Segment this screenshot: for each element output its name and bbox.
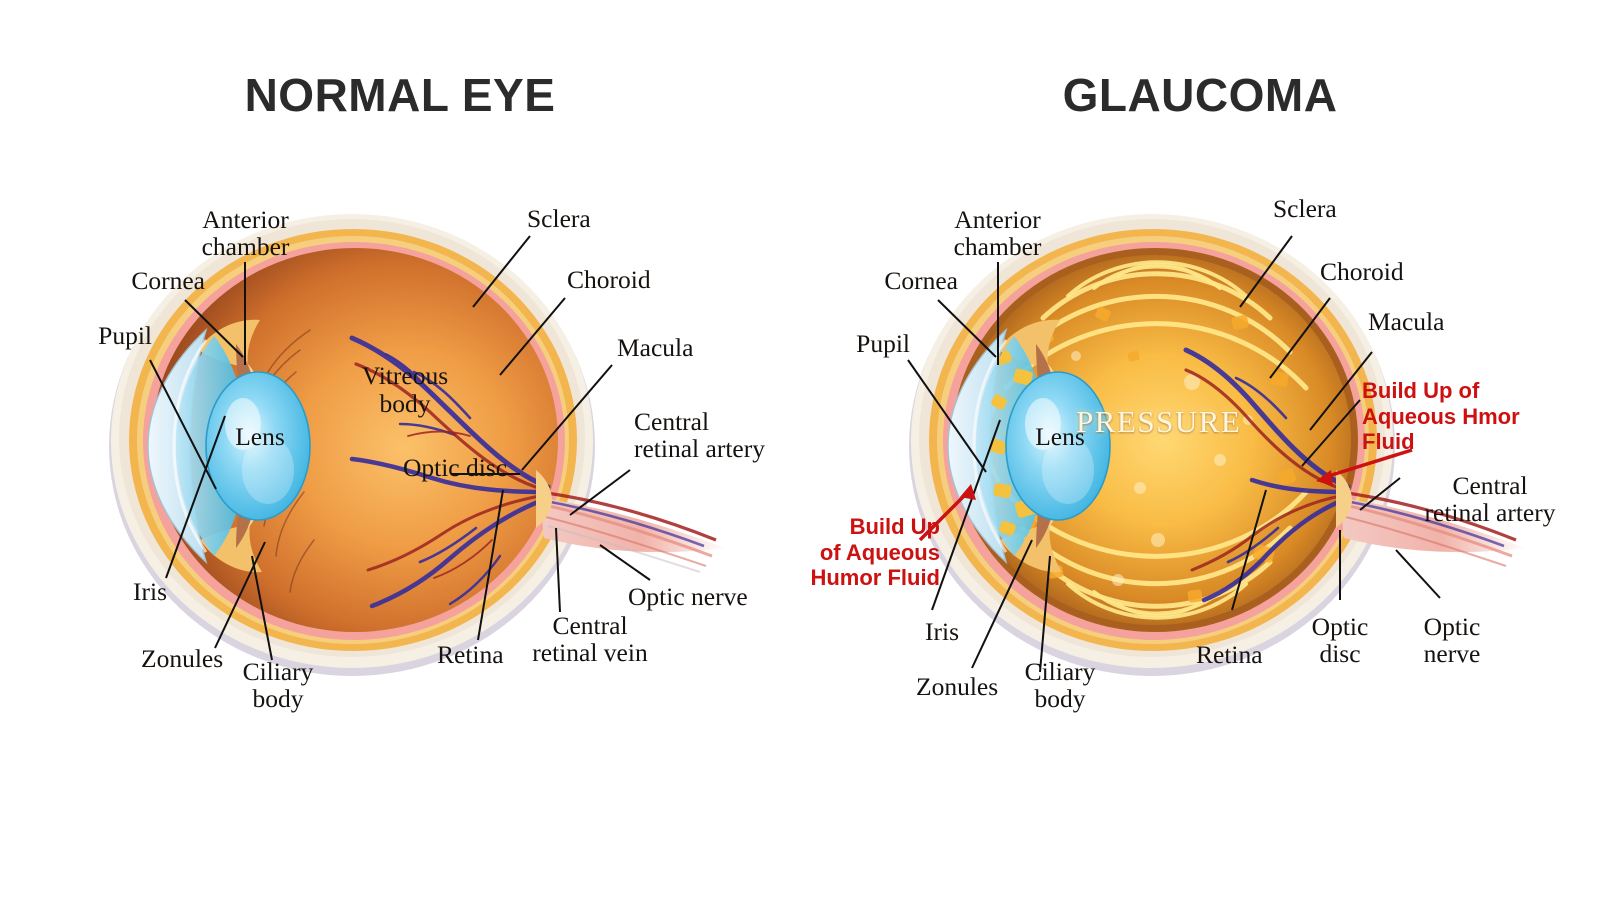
lens-shape — [205, 371, 311, 521]
panel-title-normal: NORMAL EYE — [244, 69, 556, 121]
label-optic-disc: Optic disc — [1311, 612, 1369, 669]
label-zonules: Zonules — [141, 644, 224, 673]
label-central-retinal-vein: Central retinal vein — [532, 611, 648, 668]
label-choroid: Choroid — [1320, 257, 1404, 286]
optic-nerve-shape — [1339, 490, 1526, 567]
label-zonules: Zonules — [916, 672, 999, 701]
leader-lines — [149, 235, 651, 661]
label-ciliary-body: Ciliary body — [242, 657, 314, 714]
leader-lines — [907, 235, 1441, 673]
label-retina: Retina — [1196, 640, 1263, 669]
annotation-build-up-left: Build Up of Aqueous Humor Fluid — [810, 514, 940, 591]
label-pressure: PRESSURE — [1076, 404, 1242, 439]
label-vitreous-body: Vitreous body — [361, 361, 449, 418]
label-anterior-chamber: Anterior chamber — [201, 205, 290, 262]
glaucoma-eye-illustration — [907, 214, 1526, 676]
label-anterior-chamber: Anterior chamber — [953, 205, 1042, 262]
label-lens: Lens — [1035, 422, 1085, 451]
label-pupil: Pupil — [856, 329, 910, 358]
optic-disc-shape — [536, 470, 552, 528]
label-cornea: Cornea — [131, 266, 205, 295]
label-sclera: Sclera — [1273, 194, 1337, 223]
label-retina: Retina — [437, 640, 504, 669]
label-cornea: Cornea — [884, 266, 958, 295]
label-sclera: Sclera — [527, 204, 591, 233]
label-optic-nerve: Optic nerve — [1423, 612, 1481, 669]
label-macula: Macula — [1368, 307, 1445, 336]
label-optic-nerve: Optic nerve — [628, 582, 748, 611]
panel-glaucoma-eye: GLAUCOMA — [800, 0, 1600, 900]
label-iris: Iris — [925, 617, 959, 646]
label-macula: Macula — [617, 333, 694, 362]
optic-disc-shape — [1336, 470, 1352, 528]
normal-eye-illustration — [109, 214, 726, 676]
label-pupil: Pupil — [98, 321, 152, 350]
label-central-retinal-artery: Central retinal artery — [1424, 471, 1556, 528]
label-ciliary-body: Ciliary body — [1024, 657, 1096, 714]
lens-shape — [1005, 371, 1111, 521]
annotation-arrows — [918, 448, 1413, 542]
panel-title-glaucoma: GLAUCOMA — [1062, 69, 1338, 121]
label-choroid: Choroid — [567, 265, 651, 294]
panel-normal-eye: NORMAL EYE — [98, 69, 765, 714]
annotation-build-up-right: Build Up of Aqueous Hmor Fluid — [1362, 378, 1520, 455]
retinal-vessels — [1183, 347, 1351, 603]
label-optic-disc: Optic disc — [402, 453, 508, 482]
optic-nerve-shape — [539, 490, 726, 573]
label-lens: Lens — [235, 422, 285, 451]
annotation-arrowheads — [960, 470, 1333, 500]
label-iris: Iris — [133, 577, 167, 606]
label-central-retinal-artery: Central retinal artery — [634, 407, 765, 464]
